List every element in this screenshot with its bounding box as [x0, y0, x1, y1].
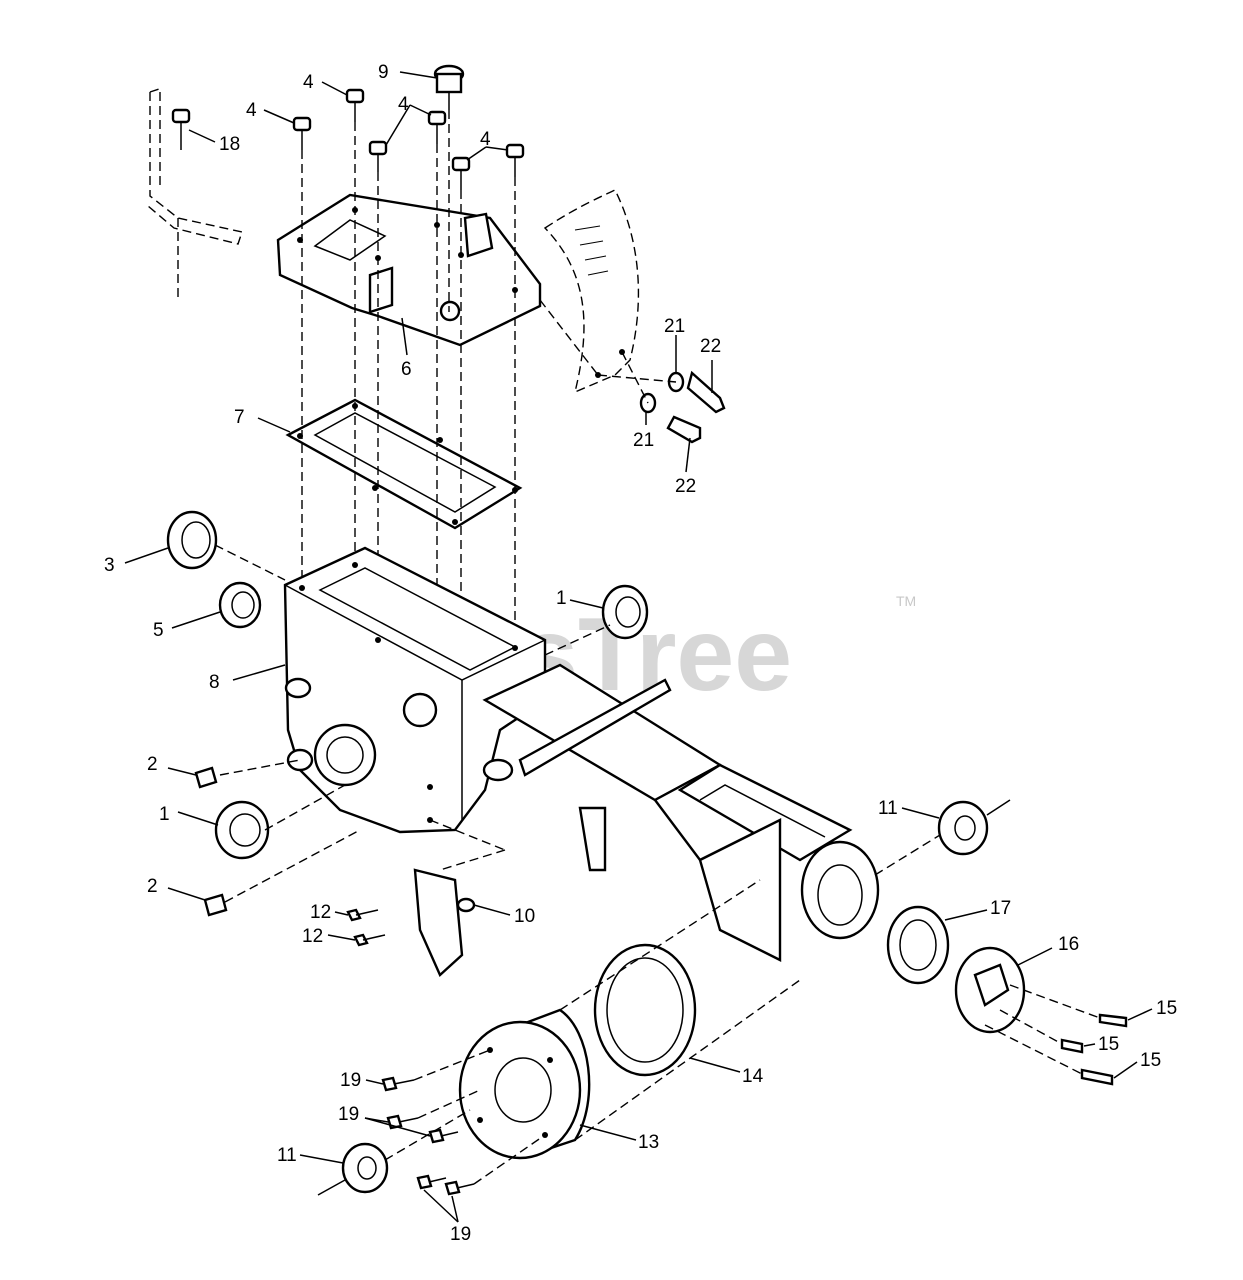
callout-10: 10	[514, 906, 535, 927]
align-1b	[264, 784, 346, 831]
part-1-bearing-lower	[214, 800, 270, 860]
part-13-side-housing	[458, 1008, 591, 1160]
callout-15: 15	[1140, 1050, 1161, 1071]
align-13a	[559, 879, 761, 1011]
align-2b	[224, 829, 361, 903]
callout-6: 6	[401, 359, 412, 380]
callout-2: 2	[147, 876, 158, 897]
callout-16: 16	[1058, 934, 1079, 955]
part-15-bolts	[984, 984, 1128, 1086]
callout-19: 19	[338, 1104, 359, 1125]
part-2-plugs	[194, 766, 228, 917]
callout-19: 19	[450, 1224, 471, 1245]
callout-21: 21	[664, 316, 685, 337]
callout-2: 2	[147, 754, 158, 775]
callout-3: 3	[104, 555, 115, 576]
callout-7: 7	[234, 407, 245, 428]
part-3-seal	[166, 510, 218, 570]
part-7-gasket	[285, 398, 523, 530]
callout-12: 12	[302, 926, 323, 947]
part-12-bolts	[346, 908, 386, 947]
align-1a	[544, 624, 611, 656]
callout-18: 18	[219, 134, 240, 155]
callout-19: 19	[340, 1070, 361, 1091]
part-8-gearbox-housing	[283, 546, 547, 834]
callout-5: 5	[153, 620, 164, 641]
part-4-bolts	[292, 88, 525, 190]
part-16-cover	[954, 946, 1026, 1034]
callout-1: 1	[159, 804, 170, 825]
part-11-seal-upper	[937, 799, 1011, 856]
callout-13: 13	[638, 1132, 659, 1153]
align-13b	[574, 979, 801, 1141]
callout-11: 11	[878, 798, 898, 819]
callout-12: 12	[310, 902, 331, 923]
callout-4: 4	[303, 72, 314, 93]
part-10-bracket	[413, 819, 506, 978]
callout-4: 4	[480, 129, 491, 150]
part-5-bearing	[218, 581, 262, 629]
callout-15: 15	[1156, 998, 1177, 1019]
callout-15: 15	[1098, 1034, 1119, 1055]
part-11-seal-lower	[317, 1142, 389, 1196]
part-18-bolt	[171, 108, 191, 150]
part-14-gasket	[593, 943, 697, 1077]
part-1-bearing-upper	[601, 584, 649, 640]
align-3	[214, 544, 286, 581]
part-6-cover-plate	[276, 193, 542, 347]
callout-4: 4	[398, 94, 409, 115]
callout-1: 1	[556, 588, 567, 609]
callout-22: 22	[675, 476, 696, 497]
part-19-bolts	[381, 1049, 546, 1196]
part-18-bracket	[147, 87, 243, 300]
callout-8: 8	[209, 672, 220, 693]
callout-22: 22	[700, 336, 721, 357]
part-9-vent-plug	[433, 64, 465, 110]
callout-21: 21	[633, 430, 654, 451]
part-17-gasket	[886, 905, 950, 985]
leader-lines	[124, 71, 1153, 1223]
axle-tube	[482, 663, 880, 962]
shield-panel	[543, 189, 640, 394]
callout-9: 9	[378, 62, 389, 83]
callout-17: 17	[990, 898, 1011, 919]
callout-11: 11	[277, 1145, 297, 1166]
watermark-trademark: TM	[896, 593, 916, 609]
alignment-lines	[301, 110, 677, 650]
callout-4: 4	[246, 100, 257, 121]
callout-14: 14	[742, 1066, 764, 1087]
align-11a	[874, 834, 941, 876]
